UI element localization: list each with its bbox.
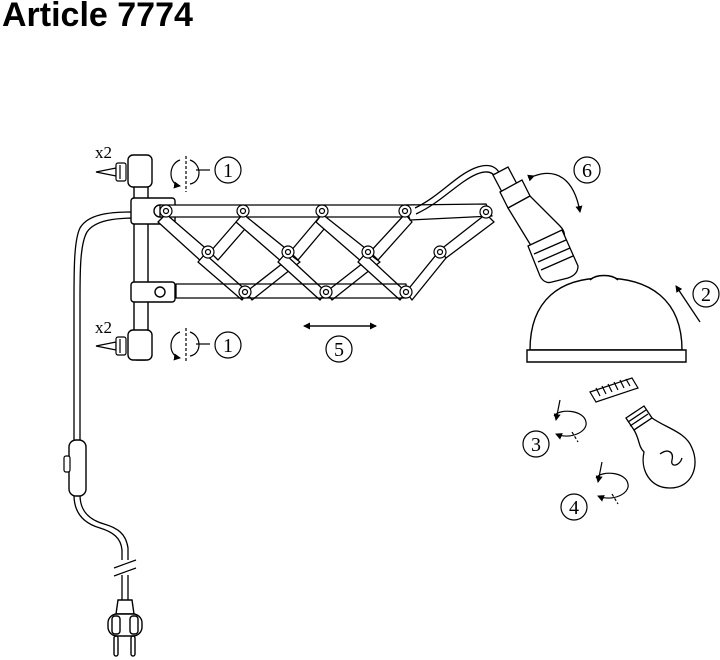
rotation-arrow-4: [595, 461, 629, 505]
step-label-6: 6: [582, 160, 592, 182]
wall-bracket: [127, 154, 176, 361]
step-circle-1-top: [214, 156, 242, 184]
tilt-arrow: [527, 172, 583, 213]
page-title: Article 7774: [2, 0, 193, 34]
quantity-label-bottom: x2: [95, 318, 112, 337]
step-label-1-top: 1: [223, 160, 233, 182]
step-label-4: 4: [569, 497, 579, 519]
step-circle-1-bottom: [214, 331, 242, 359]
step-circle-6: [573, 156, 601, 184]
screw-top: [95, 162, 127, 182]
step-label-3: 3: [531, 434, 541, 456]
plug: [107, 599, 143, 657]
arm-pivots: [159, 204, 493, 299]
step-label-5: 5: [334, 339, 344, 361]
screw-bottom: [95, 336, 127, 356]
cord-break-mark: [113, 559, 137, 577]
step-label-1-bottom: 1: [223, 335, 233, 357]
step-label-2: 2: [701, 284, 711, 306]
step-circle-4: [560, 493, 588, 521]
arm-cable: [414, 164, 501, 215]
step-circle-3: [522, 430, 550, 458]
rotation-arrow-1-bottom: [170, 328, 210, 362]
shade-mount-arrow: [675, 285, 701, 323]
step-circle-5: [325, 335, 353, 363]
quantity-label-top: x2: [95, 143, 112, 162]
power-cord: [73, 211, 137, 600]
lamp-shade: [526, 274, 687, 363]
bulb-ring: [589, 377, 639, 403]
rotation-arrow-3: [553, 399, 587, 443]
light-bulb: [625, 405, 696, 489]
step-circle-2: [692, 280, 720, 308]
lamp-socket: [492, 166, 579, 284]
cord-switch: [63, 439, 87, 497]
rotation-arrow-1-top: [170, 156, 210, 192]
